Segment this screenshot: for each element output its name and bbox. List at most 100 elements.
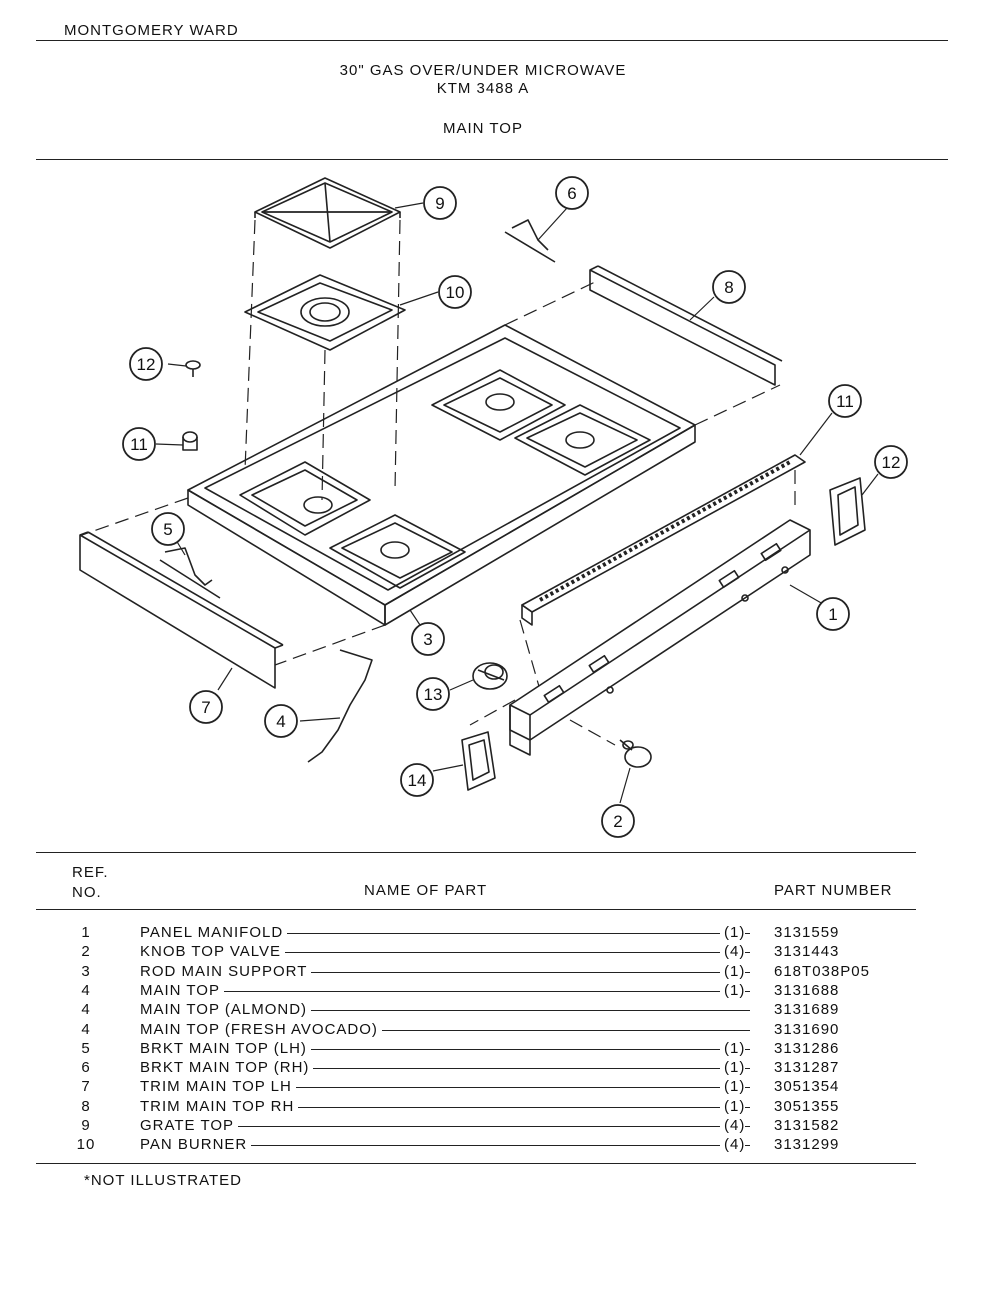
bracket-rh-part (504, 219, 556, 263)
section-rule (36, 159, 948, 160)
part-name: MAIN TOP (FRESH AVOCADO) (140, 1020, 382, 1038)
part-number: 3131287 (774, 1059, 840, 1077)
grate-part (254, 177, 401, 249)
quantity: (1) (720, 1039, 746, 1057)
part-name: BRKT MAIN TOP (LH) (140, 1039, 311, 1057)
leader-line (140, 990, 750, 992)
leader-line (140, 933, 750, 934)
callout-label: 5 (163, 520, 172, 539)
top-rule (36, 40, 948, 41)
valve-knob-part (619, 739, 652, 768)
part-number: 3051354 (774, 1078, 840, 1096)
part-number: 3131286 (774, 1039, 840, 1057)
callout-label: 9 (435, 194, 444, 213)
table-top-rule (36, 852, 916, 853)
callout-label: 11 (130, 435, 148, 454)
quantity: (4) (720, 1136, 746, 1154)
support-rod-part (307, 649, 373, 763)
burner-pan-part (244, 274, 406, 351)
quantity: (1) (720, 1078, 746, 1096)
alignment-lines (81, 219, 796, 746)
leader-line (140, 1126, 750, 1127)
part-name: PANEL MANIFOLD (140, 924, 288, 941)
leader-line (140, 1068, 750, 1070)
bumper-part (182, 431, 198, 451)
quantity: (4) (720, 943, 746, 961)
leader-line (140, 1010, 750, 1012)
end-cap-lh-part (461, 731, 496, 791)
callout-circle (151, 512, 185, 546)
table-row: 3 ROD MAIN SUPPORT (1) 618T038P05 (0, 962, 1000, 982)
callout-circle (400, 763, 434, 797)
ref-number: 4 (81, 1001, 91, 1019)
section-title: MAIN TOP (443, 120, 523, 137)
col-header-name: NAME OF PART (364, 882, 488, 899)
callout-circle (438, 275, 472, 309)
callout-label: 11 (836, 392, 854, 411)
ref-number: 4 (81, 1020, 91, 1038)
part-number: 3131559 (774, 924, 840, 941)
callout-label: 12 (137, 355, 156, 374)
callout-circle (828, 384, 862, 418)
part-name: KNOB TOP VALVE (140, 943, 286, 961)
callout-label: 7 (201, 698, 210, 717)
part-name: TRIM MAIN TOP RH (140, 1097, 299, 1115)
callout-label: 4 (276, 712, 285, 731)
part-name: ROD MAIN SUPPORT (140, 962, 312, 980)
callout-label: 12 (882, 453, 901, 472)
col-header-part-number: PART NUMBER (774, 882, 893, 899)
part-name: MAIN TOP (ALMOND) (140, 1001, 312, 1019)
callout-circle (601, 804, 635, 838)
callout-label: 14 (408, 771, 427, 790)
part-number: 3131689 (774, 1001, 840, 1019)
ref-number: 4 (81, 981, 91, 999)
quantity: (1) (720, 924, 746, 941)
callout-circle (423, 186, 457, 220)
col-header-ref-line2: NO. (72, 884, 102, 901)
brand-name: MONTGOMERY WARD (64, 22, 239, 39)
quantity: (1) (720, 962, 746, 980)
callout-circle (712, 270, 746, 304)
leader-line (140, 952, 750, 954)
callout-circle (122, 427, 156, 461)
callout-circle (555, 176, 589, 210)
callout-label: 1 (828, 605, 837, 624)
ref-number: 5 (81, 1039, 91, 1057)
leader-line (140, 1106, 750, 1108)
part-number: 3131690 (774, 1020, 840, 1038)
callout-label: 8 (724, 278, 733, 297)
part-number: 3131299 (774, 1136, 840, 1154)
quantity: (1) (720, 1059, 746, 1077)
callout-label: 6 (567, 184, 576, 203)
callout-label: 3 (423, 630, 432, 649)
ref-number: 6 (81, 1059, 91, 1077)
callout-label: 10 (446, 283, 465, 302)
model-number: KTM 3488 A (436, 80, 530, 97)
callout-circle (264, 704, 298, 738)
table-row: 4 MAIN TOP (FRESH AVOCADO) 3131690 (0, 1020, 1000, 1040)
part-number: 3131443 (774, 943, 840, 961)
ref-number: 9 (81, 1117, 91, 1134)
leader-line (140, 1048, 750, 1050)
part-number: 618T038P05 (774, 962, 870, 980)
leader-line (140, 971, 750, 973)
table-row: 5 BRKT MAIN TOP (LH) (1) 3131286 (0, 1039, 1000, 1059)
quantity: (4) (720, 1117, 746, 1134)
footnote: *NOT ILLUSTRATED (84, 1172, 242, 1189)
part-name: PAN BURNER (140, 1136, 252, 1154)
part-number: 3131582 (774, 1117, 840, 1134)
ref-number: 3 (81, 962, 91, 980)
leader-line (140, 1145, 750, 1147)
part-number: 3131688 (774, 981, 840, 999)
knob-part (472, 662, 508, 690)
